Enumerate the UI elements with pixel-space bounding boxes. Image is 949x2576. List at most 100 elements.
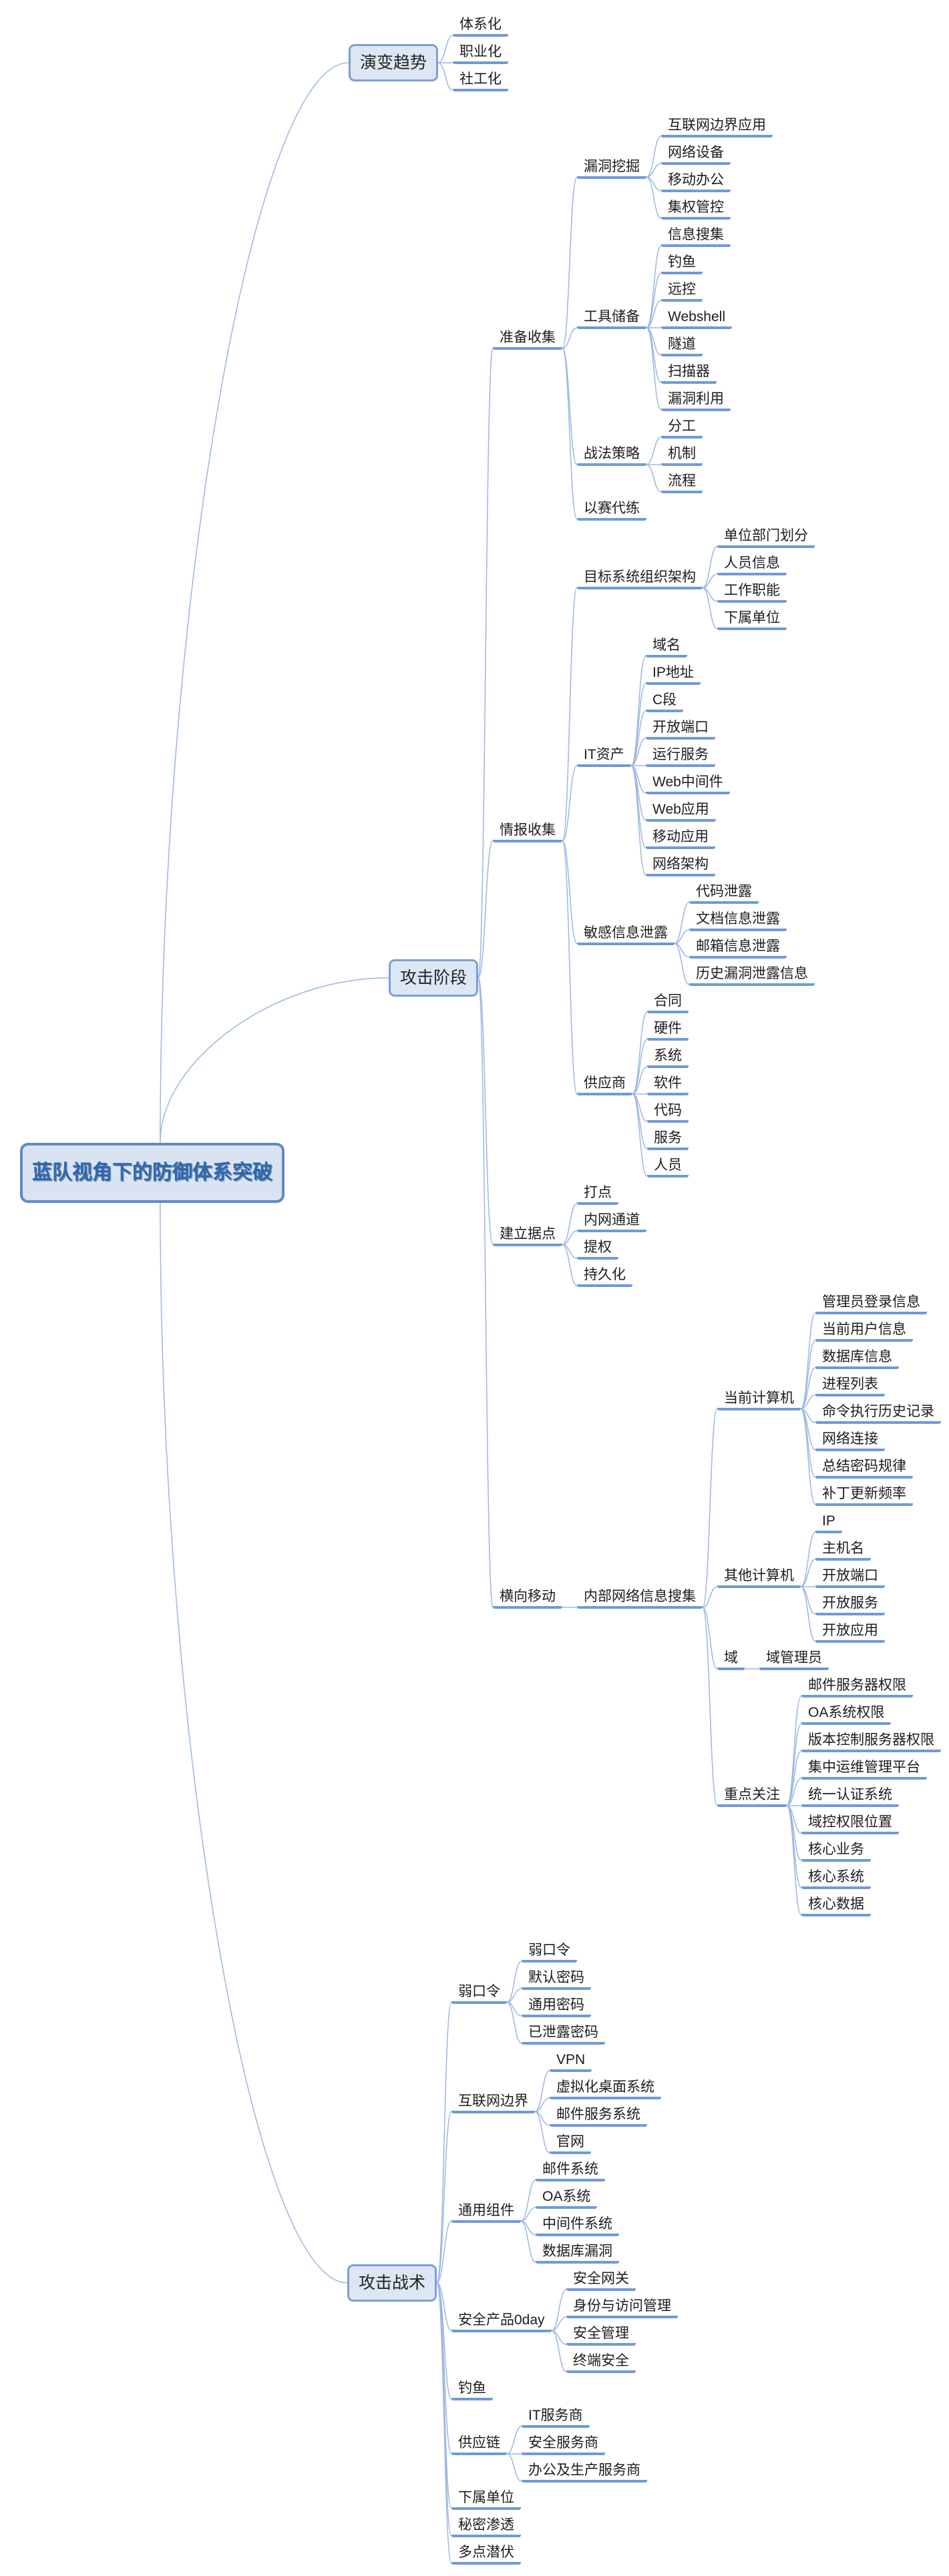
subtopic[interactable]: 管理员登录信息 [815, 1292, 927, 1314]
subtopic[interactable]: 官网 [550, 2131, 591, 2154]
subtopic[interactable]: 进程列表 [815, 1374, 885, 1396]
subtopic[interactable]: 合同 [647, 991, 689, 1013]
subtopic[interactable]: 目标系统组织架构 [577, 567, 703, 589]
subtopic[interactable]: 代码 [647, 1100, 689, 1123]
subtopic[interactable]: 下属单位 [717, 607, 787, 630]
subtopic[interactable]: 网络连接 [815, 1429, 885, 1451]
subtopic[interactable]: IP地址 [646, 662, 701, 685]
subtopic[interactable]: 核心业务 [801, 1839, 871, 1862]
subtopic[interactable]: 内部网络信息搜集 [577, 1586, 703, 1609]
subtopic[interactable]: 安全产品0day [451, 2310, 552, 2332]
subtopic[interactable]: 弱口令 [522, 1940, 577, 1963]
subtopic[interactable]: 职业化 [453, 41, 508, 64]
subtopic[interactable]: 开放服务 [815, 1593, 885, 1615]
subtopic[interactable]: 以赛代练 [577, 498, 646, 521]
subtopic[interactable]: 当前用户信息 [815, 1319, 913, 1342]
subtopic[interactable]: 互联网边界 [451, 2091, 535, 2113]
subtopic[interactable]: 多点潜伏 [451, 2542, 521, 2565]
subtopic[interactable]: IT资产 [577, 744, 631, 767]
subtopic[interactable]: 准备收集 [493, 327, 562, 350]
subtopic[interactable]: 中间件系统 [536, 2214, 619, 2236]
subtopic[interactable]: 机制 [661, 443, 703, 466]
subtopic[interactable]: 弱口令 [451, 1981, 507, 2004]
subtopic[interactable]: 移动办公 [661, 170, 731, 192]
subtopic[interactable]: 统一认证系统 [801, 1784, 899, 1807]
subtopic[interactable]: Webshell [661, 306, 732, 329]
main-topic[interactable]: 演变趋势 [349, 44, 439, 81]
subtopic[interactable]: 默认密码 [522, 1967, 591, 1990]
subtopic[interactable]: 工作职能 [717, 580, 787, 603]
subtopic[interactable]: 集中运维管理平台 [801, 1757, 927, 1780]
subtopic[interactable]: 社工化 [453, 69, 508, 91]
subtopic[interactable]: 内网通道 [577, 1210, 646, 1232]
subtopic[interactable]: 信息搜集 [661, 224, 731, 247]
subtopic[interactable]: 域控权限位置 [801, 1812, 899, 1834]
subtopic[interactable]: 建立据点 [493, 1224, 562, 1246]
subtopic[interactable]: 总结密码规律 [815, 1456, 913, 1479]
subtopic[interactable]: 供应链 [451, 2432, 507, 2455]
subtopic[interactable]: 漏洞挖掘 [577, 156, 646, 179]
subtopic[interactable]: 分工 [661, 416, 703, 439]
subtopic[interactable]: 数据库信息 [815, 1346, 899, 1369]
subtopic[interactable]: 邮件系统 [536, 2159, 605, 2181]
subtopic[interactable]: 虚拟化桌面系统 [550, 2077, 661, 2099]
subtopic[interactable]: C段 [646, 690, 684, 712]
subtopic[interactable]: 秘密渗透 [451, 2515, 521, 2537]
subtopic[interactable]: 网络设备 [661, 142, 731, 165]
subtopic[interactable]: 安全服务商 [522, 2432, 605, 2455]
subtopic[interactable]: 供应商 [577, 1073, 632, 1095]
subtopic[interactable]: Web应用 [646, 799, 716, 822]
main-topic[interactable]: 攻击战术 [347, 2264, 437, 2302]
subtopic[interactable]: 邮箱信息泄露 [689, 936, 787, 959]
subtopic[interactable]: 补丁更新频率 [815, 1483, 913, 1506]
subtopic[interactable]: 服务 [647, 1127, 689, 1150]
subtopic[interactable]: 当前计算机 [717, 1388, 801, 1410]
subtopic[interactable]: 终端安全 [566, 2350, 636, 2373]
subtopic[interactable]: 代码泄露 [689, 881, 759, 904]
subtopic[interactable]: 主机名 [815, 1538, 871, 1561]
subtopic[interactable]: 移动应用 [646, 826, 715, 849]
subtopic[interactable]: 运行服务 [646, 744, 715, 767]
subtopic[interactable]: 通用密码 [522, 1995, 591, 2017]
subtopic[interactable]: 敏感信息泄露 [577, 923, 675, 945]
root-topic[interactable]: 蓝队视角下的防御体系突破 [20, 1142, 284, 1203]
subtopic[interactable]: 打点 [577, 1182, 618, 1205]
subtopic[interactable]: IT服务商 [522, 2405, 590, 2428]
subtopic[interactable]: 开放应用 [815, 1620, 885, 1643]
subtopic[interactable]: OA系统 [536, 2186, 598, 2209]
subtopic[interactable]: 远控 [661, 279, 703, 302]
subtopic[interactable]: 人员信息 [717, 553, 787, 575]
subtopic[interactable]: 情报收集 [493, 820, 562, 842]
subtopic[interactable]: 版本控制服务器权限 [801, 1730, 941, 1752]
subtopic[interactable]: 单位部门划分 [717, 525, 815, 548]
subtopic[interactable]: 漏洞利用 [661, 389, 731, 411]
subtopic[interactable]: 身份与访问管理 [566, 2296, 678, 2318]
subtopic[interactable]: 命令执行历史记录 [815, 1401, 941, 1424]
subtopic[interactable]: 核心系统 [801, 1866, 871, 1889]
subtopic[interactable]: 域管理员 [759, 1647, 829, 1670]
subtopic[interactable]: 域 [717, 1647, 745, 1670]
subtopic[interactable]: 数据库漏洞 [536, 2241, 619, 2264]
main-topic[interactable]: 攻击阶段 [389, 959, 479, 997]
subtopic[interactable]: 文档信息泄露 [689, 909, 787, 931]
subtopic[interactable]: 办公及生产服务商 [522, 2460, 647, 2483]
subtopic[interactable]: 持久化 [577, 1264, 632, 1287]
subtopic[interactable]: 安全网关 [566, 2268, 636, 2291]
subtopic[interactable]: 流程 [661, 471, 703, 493]
subtopic[interactable]: 横向移动 [493, 1586, 562, 1609]
subtopic[interactable]: 邮件服务器权限 [801, 1675, 913, 1698]
subtopic[interactable]: 历史漏洞泄露信息 [689, 963, 815, 986]
subtopic[interactable]: 工具储备 [577, 306, 646, 329]
subtopic[interactable]: 邮件服务系统 [550, 2104, 647, 2127]
subtopic[interactable]: VPN [550, 2049, 592, 2072]
subtopic[interactable]: 战法策略 [577, 443, 646, 466]
subtopic[interactable]: 重点关注 [717, 1784, 787, 1807]
subtopic[interactable]: 安全管理 [566, 2323, 636, 2346]
subtopic[interactable]: 开放端口 [646, 717, 715, 740]
subtopic[interactable]: 核心数据 [801, 1894, 871, 1916]
subtopic[interactable]: 钓鱼 [451, 2378, 493, 2400]
subtopic[interactable]: 提权 [577, 1237, 618, 1260]
subtopic[interactable]: 域名 [646, 635, 687, 658]
subtopic[interactable]: Web中间件 [646, 772, 730, 794]
subtopic[interactable]: 钓鱼 [661, 252, 703, 274]
